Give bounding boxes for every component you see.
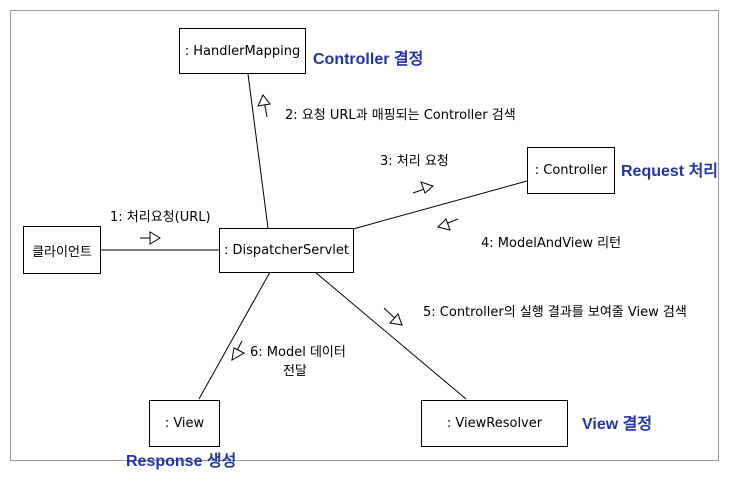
link-dispatcher-viewresolver (314, 271, 467, 400)
message-6-line2: 전달 (282, 364, 307, 379)
note-response-generation: Response 생성 (126, 453, 237, 470)
node-dispatcher-servlet: : DispatcherServlet (219, 228, 354, 273)
link-dispatcher-handlermapping (247, 73, 269, 229)
diagram-frame (10, 10, 719, 461)
node-client-label: 클라이언트 (32, 244, 92, 260)
arrow-m5 (383, 307, 403, 326)
node-view-resolver: : ViewResolver (421, 400, 568, 447)
node-handler-mapping-label: : HandlerMapping (184, 43, 301, 59)
node-view-label: : View (164, 416, 205, 431)
message-2: 2: 요청 URL과 매핑되는 Controller 검색 (285, 108, 516, 123)
node-view-resolver-label: : ViewResolver (446, 416, 543, 431)
note-controller-decision: Controller 결정 (313, 51, 424, 68)
arrow-m3 (412, 181, 434, 194)
message-1: 1: 처리요청(URL) (110, 210, 211, 225)
message-6: 6: Model 데이터 전달 (250, 343, 346, 381)
message-6-line1: 6: Model 데이터 (250, 345, 346, 360)
arrow-m1 (140, 231, 161, 245)
node-dispatcher-servlet-label: : DispatcherServlet (224, 243, 349, 258)
node-view: : View (149, 400, 220, 447)
node-client: 클라이언트 (23, 226, 101, 274)
note-view-decision: View 결정 (582, 416, 653, 433)
arrow-m4 (437, 218, 459, 231)
arrow-m2 (257, 94, 271, 118)
note-request-processing: Request 처리 (621, 163, 719, 180)
link-dispatcher-controller (352, 180, 528, 230)
node-controller-label: : Controller (534, 163, 608, 178)
arrow-m6 (231, 340, 246, 361)
link-dispatcher-view (198, 271, 271, 400)
message-4: 4: ModelAndView 리턴 (481, 236, 622, 251)
message-5: 5: Controller의 실행 결과를 보여줄 View 검색 (423, 305, 687, 320)
node-controller: : Controller (527, 147, 615, 194)
node-handler-mapping: : HandlerMapping (179, 28, 306, 74)
message-3: 3: 처리 요청 (380, 154, 449, 169)
